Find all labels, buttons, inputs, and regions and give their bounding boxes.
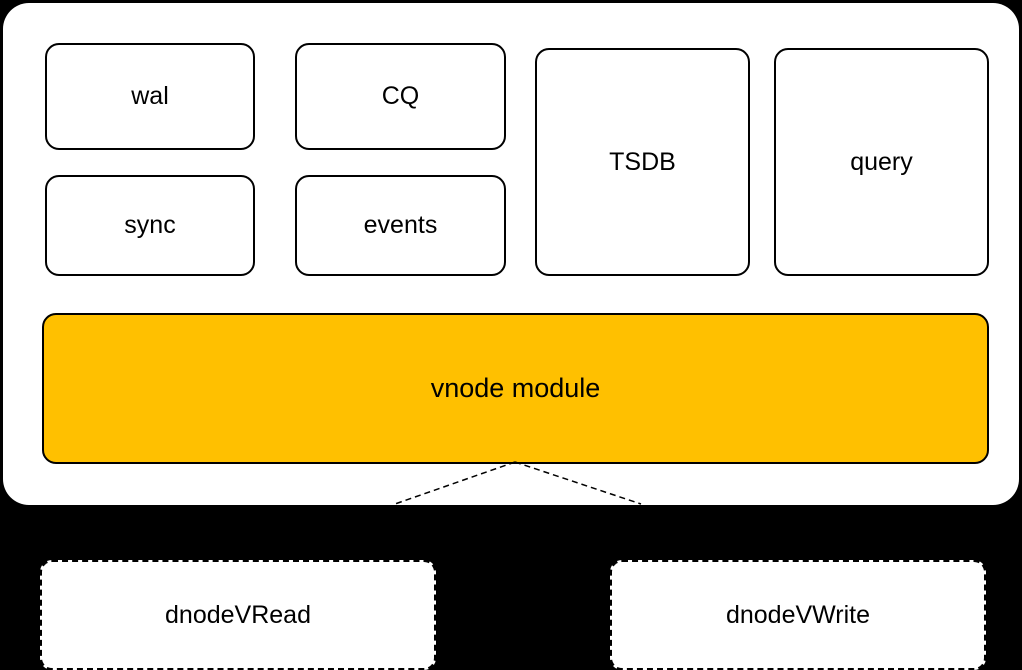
module-label-vnode-module: vnode module [430, 373, 601, 403]
module-box-events[interactable]: events [295, 175, 506, 276]
vnode-container-panel: wal CQ sync events TSDB query vnode modu… [3, 3, 1019, 505]
module-box-tsdb[interactable]: TSDB [535, 48, 750, 276]
dnode-label-dnodevread: dnodeVRead [165, 600, 311, 629]
module-box-wal[interactable]: wal [45, 43, 255, 150]
module-label-tsdb: TSDB [609, 147, 676, 176]
module-box-cq[interactable]: CQ [295, 43, 506, 150]
module-label-sync: sync [124, 211, 176, 239]
dnode-label-dnodevwrite: dnodeVWrite [725, 600, 871, 629]
module-label-events: events [363, 211, 438, 239]
module-box-query[interactable]: query [774, 48, 989, 276]
module-label-query: query [850, 147, 913, 176]
module-label-cq: CQ [381, 82, 420, 110]
dnode-box-dnodevread[interactable]: dnodeVRead [40, 560, 436, 670]
dnode-box-dnodevwrite[interactable]: dnodeVWrite [610, 560, 986, 670]
module-label-wal: wal [131, 82, 169, 110]
module-box-sync[interactable]: sync [45, 175, 255, 276]
module-box-vnode-module[interactable]: vnode module [42, 313, 989, 464]
